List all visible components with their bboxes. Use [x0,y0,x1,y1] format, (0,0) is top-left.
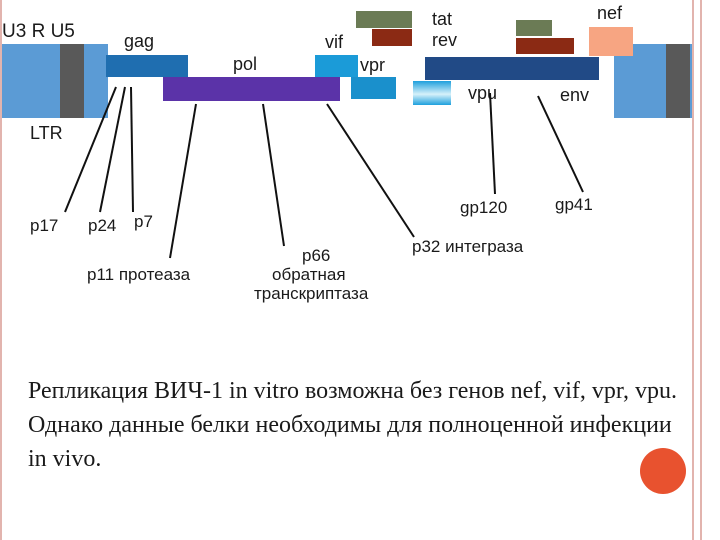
line-p11 [169,103,197,259]
tat-label: tat [432,9,453,29]
line-p7 [130,86,134,213]
ltr-left-dark-band [60,44,84,118]
ltr-left-label: U3 R U5 [2,21,75,42]
vpr-label: vpr [360,55,386,75]
line-p32 [326,103,415,238]
nef-label: nef [597,3,623,23]
caption-text: Репликация ВИЧ-1 in vitro возможна без г… [28,378,677,472]
vif-label: vif [325,32,343,52]
line-p66 [262,103,285,247]
gp120-label: gp120 [460,198,508,217]
rev-label: rev [432,30,458,50]
vpu-gene [413,81,451,105]
p7-label: p7 [134,212,153,231]
p66-label: p66 [302,246,331,265]
vif-gene [315,55,358,77]
p32-integrase-label: p32 интеграза [412,237,524,256]
line-gp120 [489,92,496,195]
line-p24 [99,86,126,213]
gag-label: gag [124,31,155,51]
ltr-left-block-end [84,44,108,118]
tat-exon1 [356,11,412,28]
env-label: env [560,85,590,105]
gag-gene [106,55,188,77]
frame-line-right-outer [700,0,702,540]
tat-exon2 [516,20,552,36]
frame-line-left [0,0,2,540]
rev-exon2 [516,38,574,54]
ltr-left-block [2,44,60,118]
gp41-label: gp41 [555,195,593,214]
p17-label: p17 [30,216,59,235]
rev-exon1 [372,29,412,46]
ltr-label: LTR [30,123,63,143]
frame-line-right-inner [692,0,694,540]
ltr-right-block-end [690,44,692,118]
nef-gene [589,27,633,56]
ltr-right-dark-band [666,44,690,118]
vpr-gene [351,77,396,99]
ltr-right-block [614,44,666,118]
pol-gene [163,77,340,101]
accent-circle [640,448,686,494]
p11-protease-label: p11 протеаза [87,265,191,284]
p24-label: p24 [88,216,117,235]
pol-label: pol [233,54,258,74]
line-p17 [64,86,117,213]
p66-rt-label-line2: обратная [272,265,346,284]
env-gene [425,57,599,80]
line-gp41 [537,95,584,193]
p66-rt-label-line3: транскриптаза [254,284,369,303]
